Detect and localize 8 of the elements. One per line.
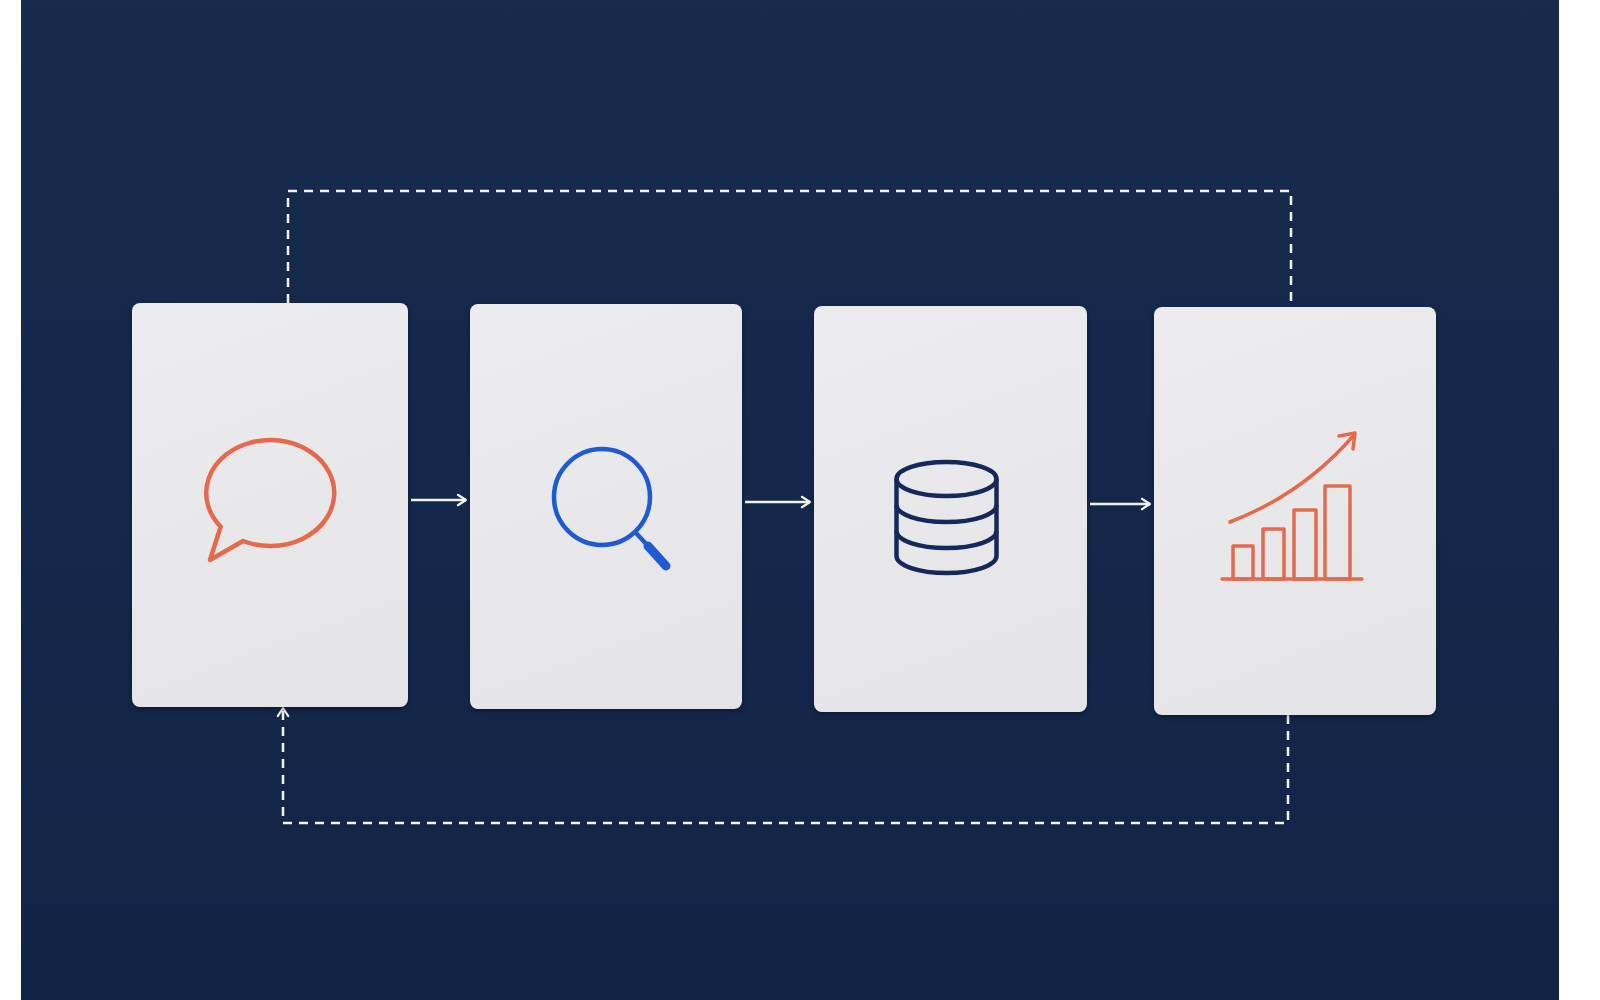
card [1154,307,1436,715]
arrow [745,495,812,509]
arrow [1090,497,1152,511]
dashed-arrow [276,706,1290,825]
card [470,304,742,709]
arrow [411,493,468,507]
card [814,306,1087,712]
card [132,303,408,707]
